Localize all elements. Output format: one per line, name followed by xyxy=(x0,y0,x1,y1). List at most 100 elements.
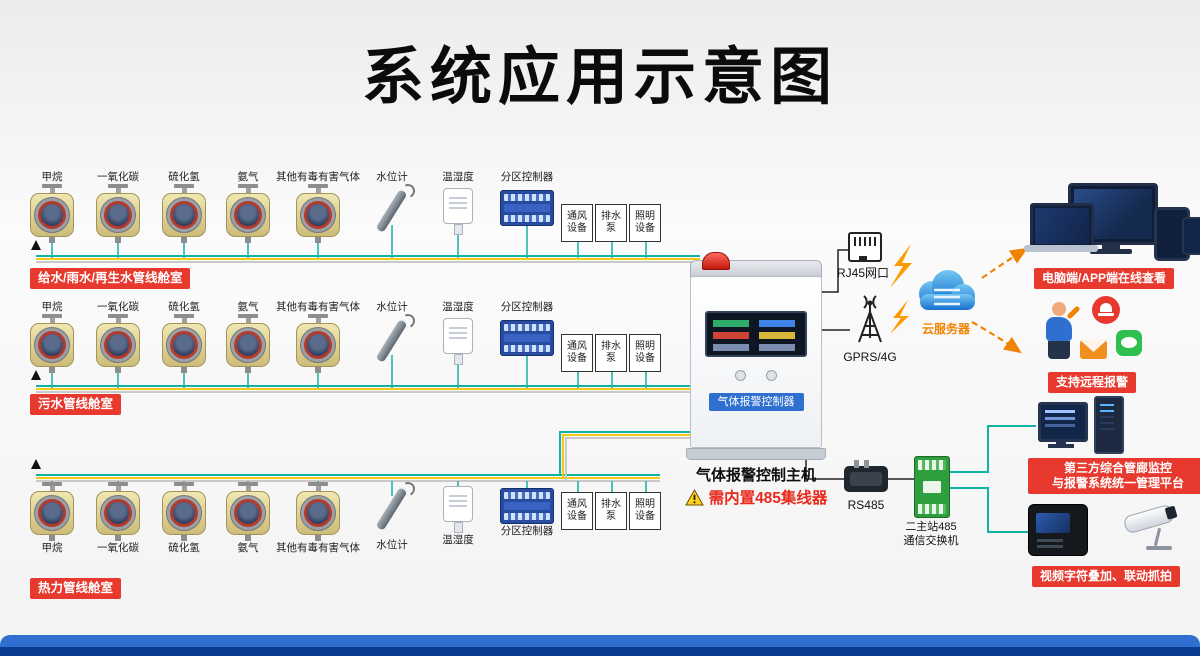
lightning-icon xyxy=(890,300,909,334)
utility-device-box: 照明设备 xyxy=(629,204,661,242)
wechat-icon xyxy=(1116,330,1142,356)
platform-label-line2: 与报警系统统一管理平台 xyxy=(1051,476,1184,490)
sensor-gas-detector: 氨气 xyxy=(200,170,296,243)
bottom-bar-dark xyxy=(0,647,1200,656)
sensor-temp-humidity-sensor: 温湿度 xyxy=(410,170,506,235)
sensor-label: 硫化氢 xyxy=(168,171,200,183)
pipeline-row-sewage: 甲烷一氧化碳硫化氢氨气其他有毒有害气体水位计温湿度分区控制器通风设备排水泵照明设… xyxy=(0,300,700,412)
platform-label: 第三方综合管廊监控 与报警系统统一管理平台 xyxy=(1028,458,1200,494)
gas-detector-icon xyxy=(296,314,340,373)
sensor-label: 一氧化碳 xyxy=(97,171,139,183)
temp-humidity-sensor-icon xyxy=(443,482,473,533)
sensor-gas-detector: 甲烷 xyxy=(4,170,100,243)
sensor-label: 水位计 xyxy=(376,171,408,183)
rj45-port-icon xyxy=(848,232,882,262)
sensor-label: 水位计 xyxy=(376,301,408,313)
sensor-zone-controller: 分区控制器 xyxy=(479,482,575,538)
sensor-label: 温湿度 xyxy=(442,534,474,546)
comm-switch-label: 二主站485 通信交换机 xyxy=(896,520,966,548)
pc-app-devices xyxy=(1024,183,1200,261)
pipeline-row-thermal: 甲烷一氧化碳硫化氢氨气其他有毒有害气体水位计温湿度分区控制器通风设备排水泵照明设… xyxy=(0,468,700,580)
server-tower-icon xyxy=(1094,396,1124,454)
alarm-siren-icon xyxy=(1092,296,1120,324)
sensor-water-level-sensor: 水位计 xyxy=(344,300,440,370)
gas-detector-icon xyxy=(162,482,206,541)
sensor-label: 温湿度 xyxy=(442,301,474,313)
temp-humidity-sensor-icon xyxy=(443,184,473,235)
sensor-label: 其他有毒有害气体 xyxy=(276,171,360,183)
controller-body: 气体报警控制器 xyxy=(690,276,822,448)
cctv-camera-icon xyxy=(1122,503,1178,535)
gas-detector-icon xyxy=(30,482,74,541)
utility-device-box: 照明设备 xyxy=(629,334,661,372)
cabin-label-water-supply: 给水/雨水/再生水管线舱室 xyxy=(30,268,191,289)
remote-alarm-label: 支持远程报警 xyxy=(1048,372,1137,393)
sensor-label: 甲烷 xyxy=(41,542,63,554)
sensor-label: 硫化氢 xyxy=(168,542,200,554)
gas-detector-icon xyxy=(96,482,140,541)
platform-monitor-icon xyxy=(1038,402,1088,442)
phone-icon xyxy=(1182,217,1200,255)
gas-detector-icon xyxy=(226,184,270,243)
sensor-water-level-sensor: 水位计 xyxy=(344,480,440,552)
gas-alarm-controller-device: 气体报警控制器 xyxy=(686,252,826,460)
sensor-gas-detector: 硫化氢 xyxy=(136,300,232,373)
sensor-gas-detector: 氨气 xyxy=(200,300,296,373)
sensor-label: 温湿度 xyxy=(442,171,474,183)
online-view-label: 电脑端/APP端在线查看 xyxy=(1034,268,1175,289)
gas-detector-icon xyxy=(30,184,74,243)
gas-detector-icon xyxy=(96,314,140,373)
sensor-label: 氨气 xyxy=(237,301,259,313)
dashed-arrow xyxy=(971,321,1022,354)
controller-screen xyxy=(705,311,807,357)
alarm-beacon-icon xyxy=(702,252,730,270)
switch-output-wires xyxy=(950,425,1036,533)
gas-detector-icon xyxy=(296,482,340,541)
lightning-icon xyxy=(890,244,912,288)
sensor-gas-detector: 甲烷 xyxy=(4,482,100,555)
rs485-label: RS485 xyxy=(847,498,885,512)
gas-detector-icon xyxy=(296,184,340,243)
comm-switch-label-line1: 二主站485 xyxy=(905,521,957,533)
laptop-icon xyxy=(1030,203,1094,249)
gas-detector-icon xyxy=(162,314,206,373)
gas-detector-icon xyxy=(226,482,270,541)
gas-detector-icon xyxy=(96,184,140,243)
cabin-label-sewage: 污水管线舱室 xyxy=(30,394,122,415)
platform-cluster xyxy=(1038,396,1128,454)
cabin-label-thermal: 热力管线舱室 xyxy=(30,578,122,599)
page-title: 系统应用示意图 xyxy=(361,43,838,112)
sensor-label: 一氧化碳 xyxy=(97,301,139,313)
sensor-water-level-sensor: 水位计 xyxy=(344,170,440,240)
video-overlay-device-icon xyxy=(1028,504,1088,556)
mail-icon xyxy=(1080,340,1107,359)
sensor-label: 氨气 xyxy=(237,171,259,183)
controller-screen-label: 气体报警控制器 xyxy=(708,393,804,411)
sensor-gas-detector: 硫化氢 xyxy=(136,482,232,555)
sensor-label: 一氧化碳 xyxy=(97,542,139,554)
utility-device-box: 照明设备 xyxy=(629,492,661,530)
sensor-temp-humidity-sensor: 温湿度 xyxy=(410,300,506,365)
controller-name: 气体报警控制主机 xyxy=(695,467,816,484)
gprs-label: GPRS/4G xyxy=(843,350,897,364)
rs485-connector-icon xyxy=(844,460,888,492)
sensor-label: 甲烷 xyxy=(41,171,63,183)
sensor-gas-detector: 其他有毒有害气体 xyxy=(270,300,366,373)
sensor-gas-detector: 其他有毒有害气体 xyxy=(270,170,366,243)
remote-alarm-cluster xyxy=(1040,296,1150,368)
sensor-label: 甲烷 xyxy=(41,301,63,313)
sensor-label: 其他有毒有害气体 xyxy=(276,301,360,313)
sensor-label: 分区控制器 xyxy=(500,171,554,183)
sensor-zone-controller: 分区控制器 xyxy=(479,300,575,356)
video-cluster xyxy=(1028,500,1196,562)
sensor-gas-detector: 硫化氢 xyxy=(136,170,232,243)
comm-switch-icon xyxy=(914,456,950,518)
controller-note: 需内置485集线器 xyxy=(640,486,872,508)
platform-label-line1: 第三方综合管廊监控 xyxy=(1063,461,1172,475)
sensor-gas-detector: 一氧化碳 xyxy=(70,170,166,243)
sensor-label: 分区控制器 xyxy=(500,525,554,537)
person-icon xyxy=(1040,302,1081,366)
sensor-gas-detector: 其他有毒有害气体 xyxy=(270,482,366,555)
dashed-arrow xyxy=(981,247,1028,279)
